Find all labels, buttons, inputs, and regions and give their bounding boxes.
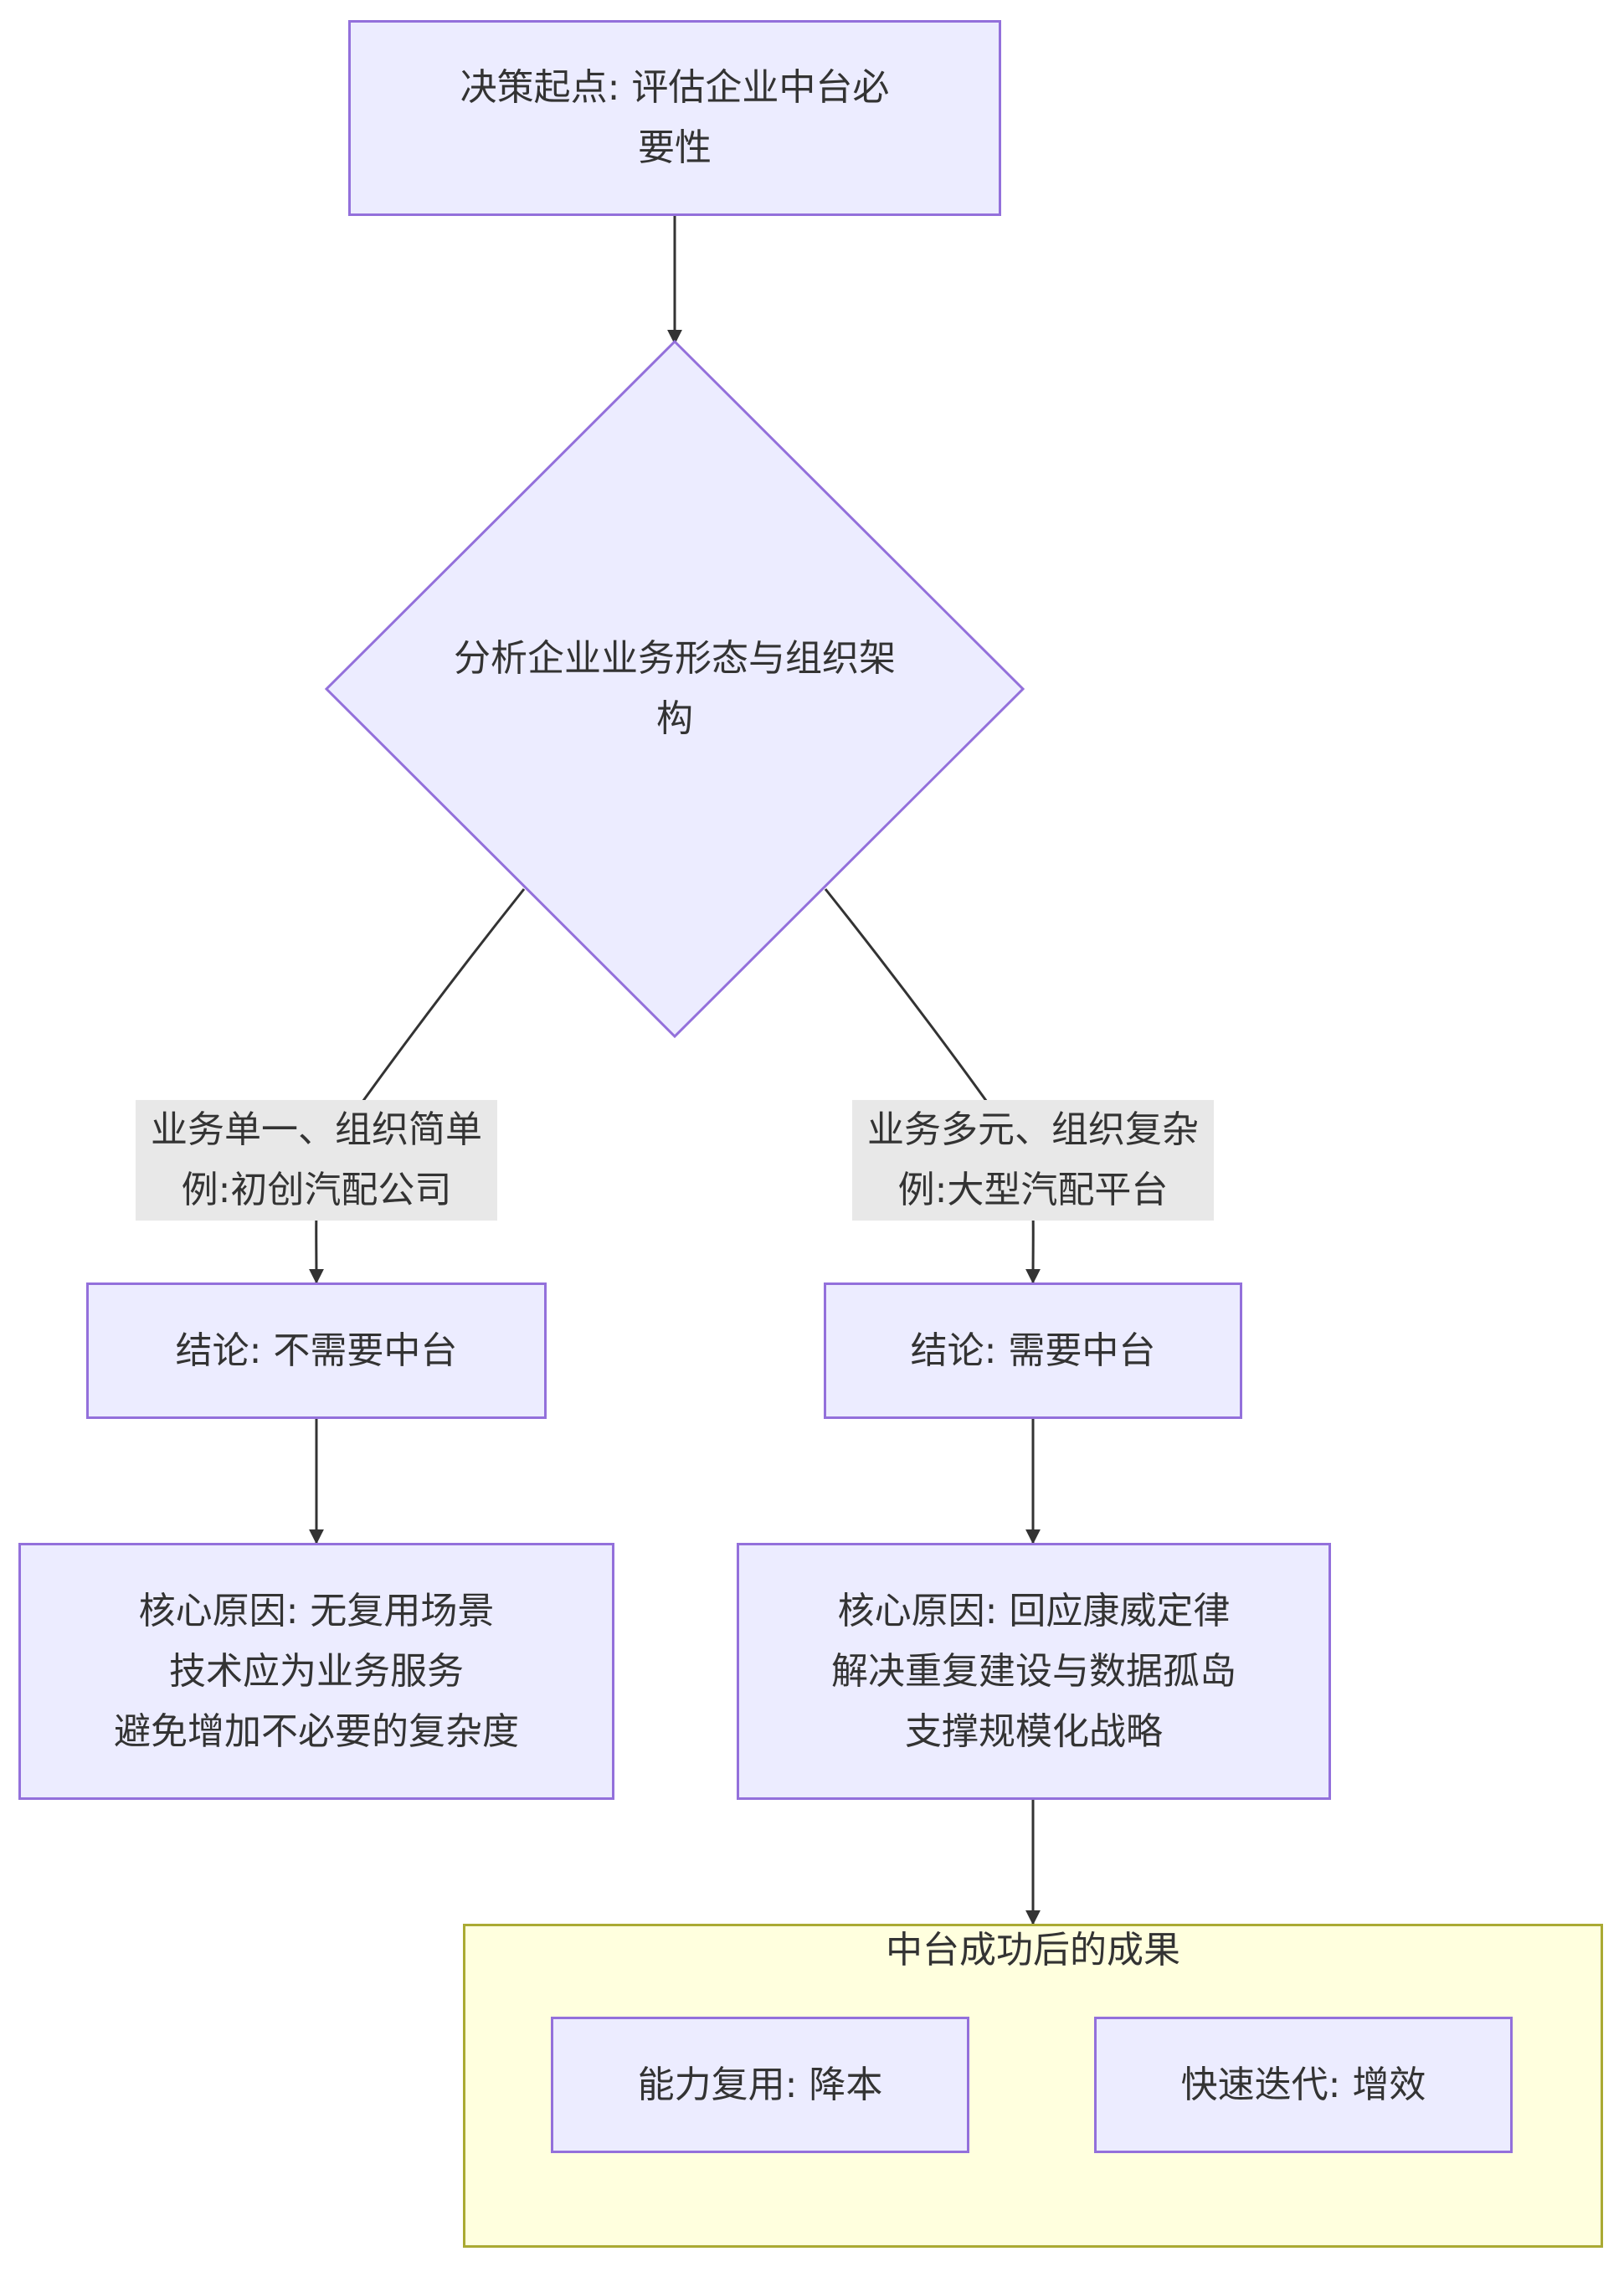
no-middle-platform-conclusion: 结论: 不需要中台: [86, 1282, 547, 1419]
edge-decision-to-yes: [824, 888, 1041, 1284]
no-middle-platform-reason: 核心原因: 无复用场景 技术应为业务服务 避免增加不必要的复杂度: [18, 1543, 614, 1800]
need-middle-platform-conclusion: 结论: 需要中台: [824, 1282, 1242, 1419]
decision-node-label: 分析企业业务形态与组织架 构: [454, 637, 896, 740]
decision-diamond-shape: [324, 339, 1025, 1039]
start-node: 决策起点: 评估企业中台必 要性: [348, 20, 1001, 216]
edge-label-simple: 业务单一、组织简单 例:初创汽配公司: [136, 1100, 497, 1221]
edge-decision-to-no: [308, 888, 526, 1284]
capability-reuse-node: 能力复用: 降本: [551, 2017, 969, 2153]
need-middle-platform-reason: 核心原因: 回应康威定律 解决重复建设与数据孤岛 支撑规模化战略: [737, 1543, 1331, 1800]
edge-label-complex: 业务多元、组织复杂 例:大型汽配平台: [852, 1100, 1214, 1221]
fast-iteration-node: 快速迭代: 增效: [1094, 2017, 1513, 2153]
results-cluster-title: 中台成功后的成果: [886, 1929, 1180, 1971]
